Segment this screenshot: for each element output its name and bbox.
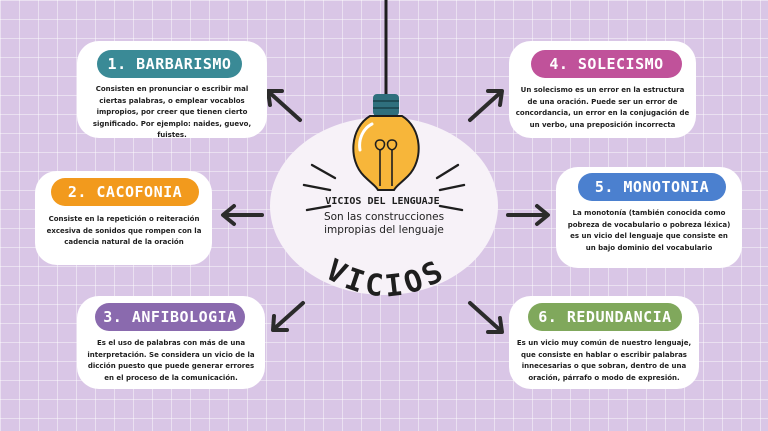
card-title: 5. MONOTONIA [578, 173, 726, 201]
center-title: VICIOS DEL LENGUAJE [325, 196, 440, 207]
card-text: Un solecismo es un error en la estructur… [515, 86, 690, 129]
card-title: 4. SOLECISMO [531, 50, 682, 78]
card-title: 1. BARBARISMO [97, 50, 242, 78]
arrow-icon [468, 301, 504, 334]
arrow-icon [468, 89, 504, 122]
arrow-icon [271, 301, 305, 332]
center-big-word: VICIOS [320, 253, 452, 305]
card-text: La monotonía (también conocida como pobr… [567, 209, 731, 252]
arrow-icon [221, 204, 264, 226]
card-title: 2. CACOFONIA [51, 178, 199, 206]
card-title: 3. ANFIBOLOGIA [95, 303, 245, 331]
arrow-icon [506, 204, 550, 226]
light-rays [302, 163, 466, 212]
card-text: Consiste en la repetición o reiteración … [46, 215, 202, 246]
card-text: Consisten en pronunciar o escribir mal c… [92, 85, 252, 139]
center-subtitle: Son las construcciones impropias del len… [323, 211, 445, 236]
card-text: Es el uso de palabras con más de una int… [87, 339, 255, 382]
light-bulb-icon [352, 94, 420, 191]
card-title: 6. REDUNDANCIA [528, 303, 682, 331]
card-text: Es un vicio muy común de nuestro lenguaj… [516, 339, 692, 382]
arrow-icon [266, 89, 302, 122]
